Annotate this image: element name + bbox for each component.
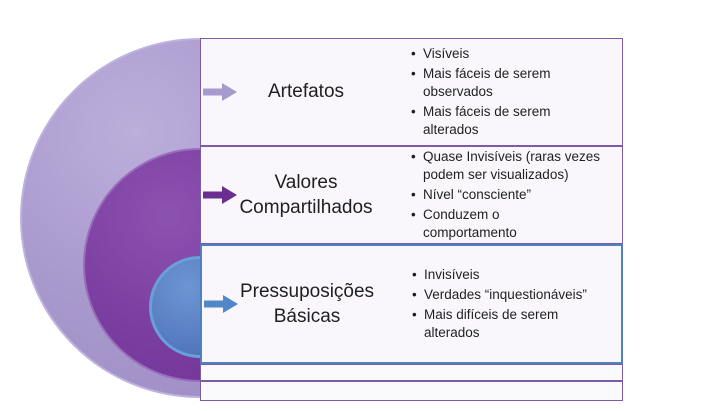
empty-strip-row-1 bbox=[200, 364, 623, 381]
right-arrow-icon bbox=[203, 83, 237, 101]
level-bullets-artefatos: Visíveis Mais fáceis de serem observados… bbox=[411, 39, 622, 145]
bullet-item: Conduzem o comportamento bbox=[411, 206, 616, 242]
level-title-pressuposicoes-basicas: Pressuposições Básicas bbox=[239, 280, 375, 327]
bullet-item: Mais fáceis de serem alterados bbox=[411, 103, 616, 139]
bullet-item: Mais fáceis de serem observados bbox=[411, 65, 616, 101]
right-arrow-icon bbox=[204, 295, 238, 313]
empty-strip-row-2 bbox=[200, 381, 623, 401]
right-arrow-icon bbox=[203, 186, 237, 204]
level-bullets-pressuposicoes-basicas: Invisíveis Verdades “inquestionáveis” Ma… bbox=[412, 246, 621, 362]
level-row-pressuposicoes-basicas: Pressuposições Básicas Invisíveis Verdad… bbox=[200, 244, 623, 364]
bullet-item: Quase Invisíveis (raras vezes podem ser … bbox=[411, 148, 616, 184]
bullet-item: Invisíveis bbox=[412, 266, 615, 284]
level-row-valores-compartilhados: Valores Compartilhados Quase Invisíveis … bbox=[200, 146, 623, 244]
bullet-item: Verdades “inquestionáveis” bbox=[412, 286, 615, 304]
level-bullets-valores-compartilhados: Quase Invisíveis (raras vezes podem ser … bbox=[411, 147, 622, 243]
bullet-item: Nível “consciente” bbox=[411, 186, 616, 204]
level-title-valores-compartilhados: Valores Compartilhados bbox=[239, 171, 373, 218]
level-row-artefatos: Artefatos Visíveis Mais fáceis de serem … bbox=[200, 38, 623, 146]
bullet-item: Visíveis bbox=[411, 45, 616, 63]
bullet-item: Mais difíceis de serem alterados bbox=[412, 306, 615, 342]
level-title-artefatos: Artefatos bbox=[267, 81, 345, 103]
